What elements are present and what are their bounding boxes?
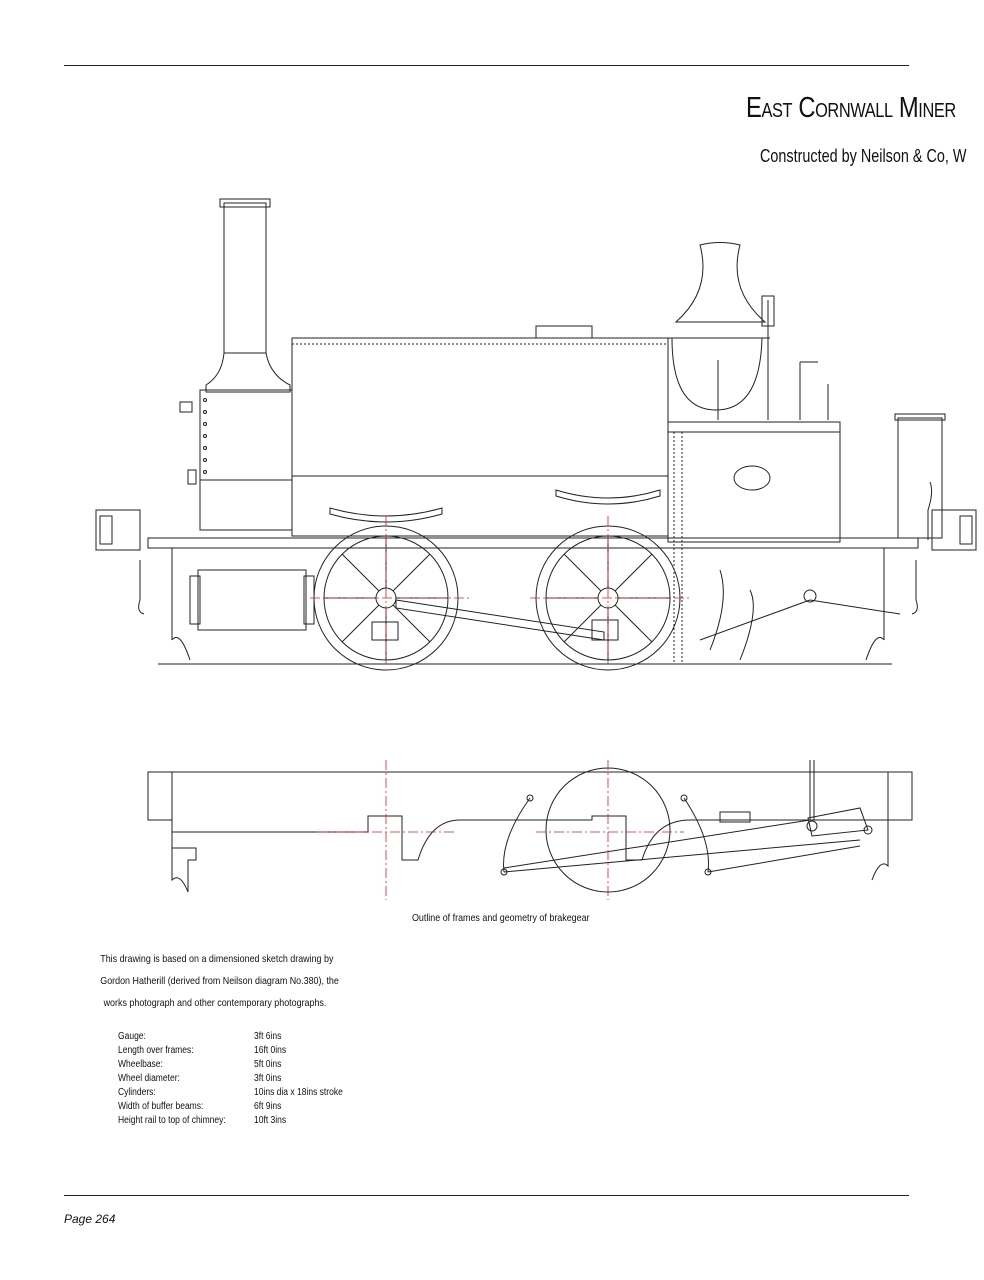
spec-value: 10ins dia x 18ins stroke: [254, 1087, 343, 1098]
note-line: This drawing is based on a dimensioned s…: [100, 953, 334, 965]
specification-table: Gauge: 3ft 6ins Length over frames: 16ft…: [118, 1030, 383, 1128]
spec-label: Width of buffer beams:: [118, 1101, 204, 1112]
spec-value: 3ft 0ins: [254, 1073, 282, 1084]
top-rule: [64, 65, 909, 66]
note-line: works photograph and other contemporary …: [103, 997, 327, 1009]
page-number: Page 264: [64, 1212, 116, 1226]
spec-label: Cylinders:: [118, 1087, 156, 1098]
spec-row: Length over frames: 16ft 0ins: [118, 1044, 343, 1058]
spec-row: Cylinders: 10ins dia x 18ins stroke: [118, 1086, 343, 1100]
spec-row: Gauge: 3ft 6ins: [118, 1030, 343, 1044]
page-title: East Cornwall Miner: [746, 92, 956, 124]
smokebox-rivets: [203, 398, 207, 474]
spec-label: Wheel diameter:: [118, 1073, 180, 1084]
spec-value: 6ft 9ins: [254, 1101, 282, 1112]
bottom-rule: [64, 1195, 909, 1196]
frames-caption: Outline of frames and geometry of brakeg…: [411, 912, 590, 924]
spec-value: 10ft 3ins: [254, 1115, 287, 1126]
spec-value: 5ft 0ins: [254, 1059, 282, 1070]
spec-label: Length over frames:: [118, 1045, 194, 1056]
spec-row: Wheelbase: 5ft 0ins: [118, 1058, 343, 1072]
spec-value: 16ft 0ins: [254, 1045, 287, 1056]
spec-label: Gauge:: [118, 1031, 146, 1042]
spec-label: Wheelbase:: [118, 1059, 163, 1070]
drawing-source-note: This drawing is based on a dimensioned s…: [80, 948, 350, 1014]
spec-row: Height rail to top of chimney: 10ft 3ins: [118, 1114, 343, 1128]
page-subtitle: Constructed by Neilson & Co, W: [760, 146, 967, 166]
spec-label: Height rail to top of chimney:: [118, 1115, 226, 1126]
spec-row: Wheel diameter: 3ft 0ins: [118, 1072, 343, 1086]
note-line: Gordon Hatherill (derived from Neilson d…: [100, 975, 339, 987]
spec-row: Width of buffer beams: 6ft 9ins: [118, 1100, 343, 1114]
spec-value: 3ft 6ins: [254, 1031, 282, 1042]
